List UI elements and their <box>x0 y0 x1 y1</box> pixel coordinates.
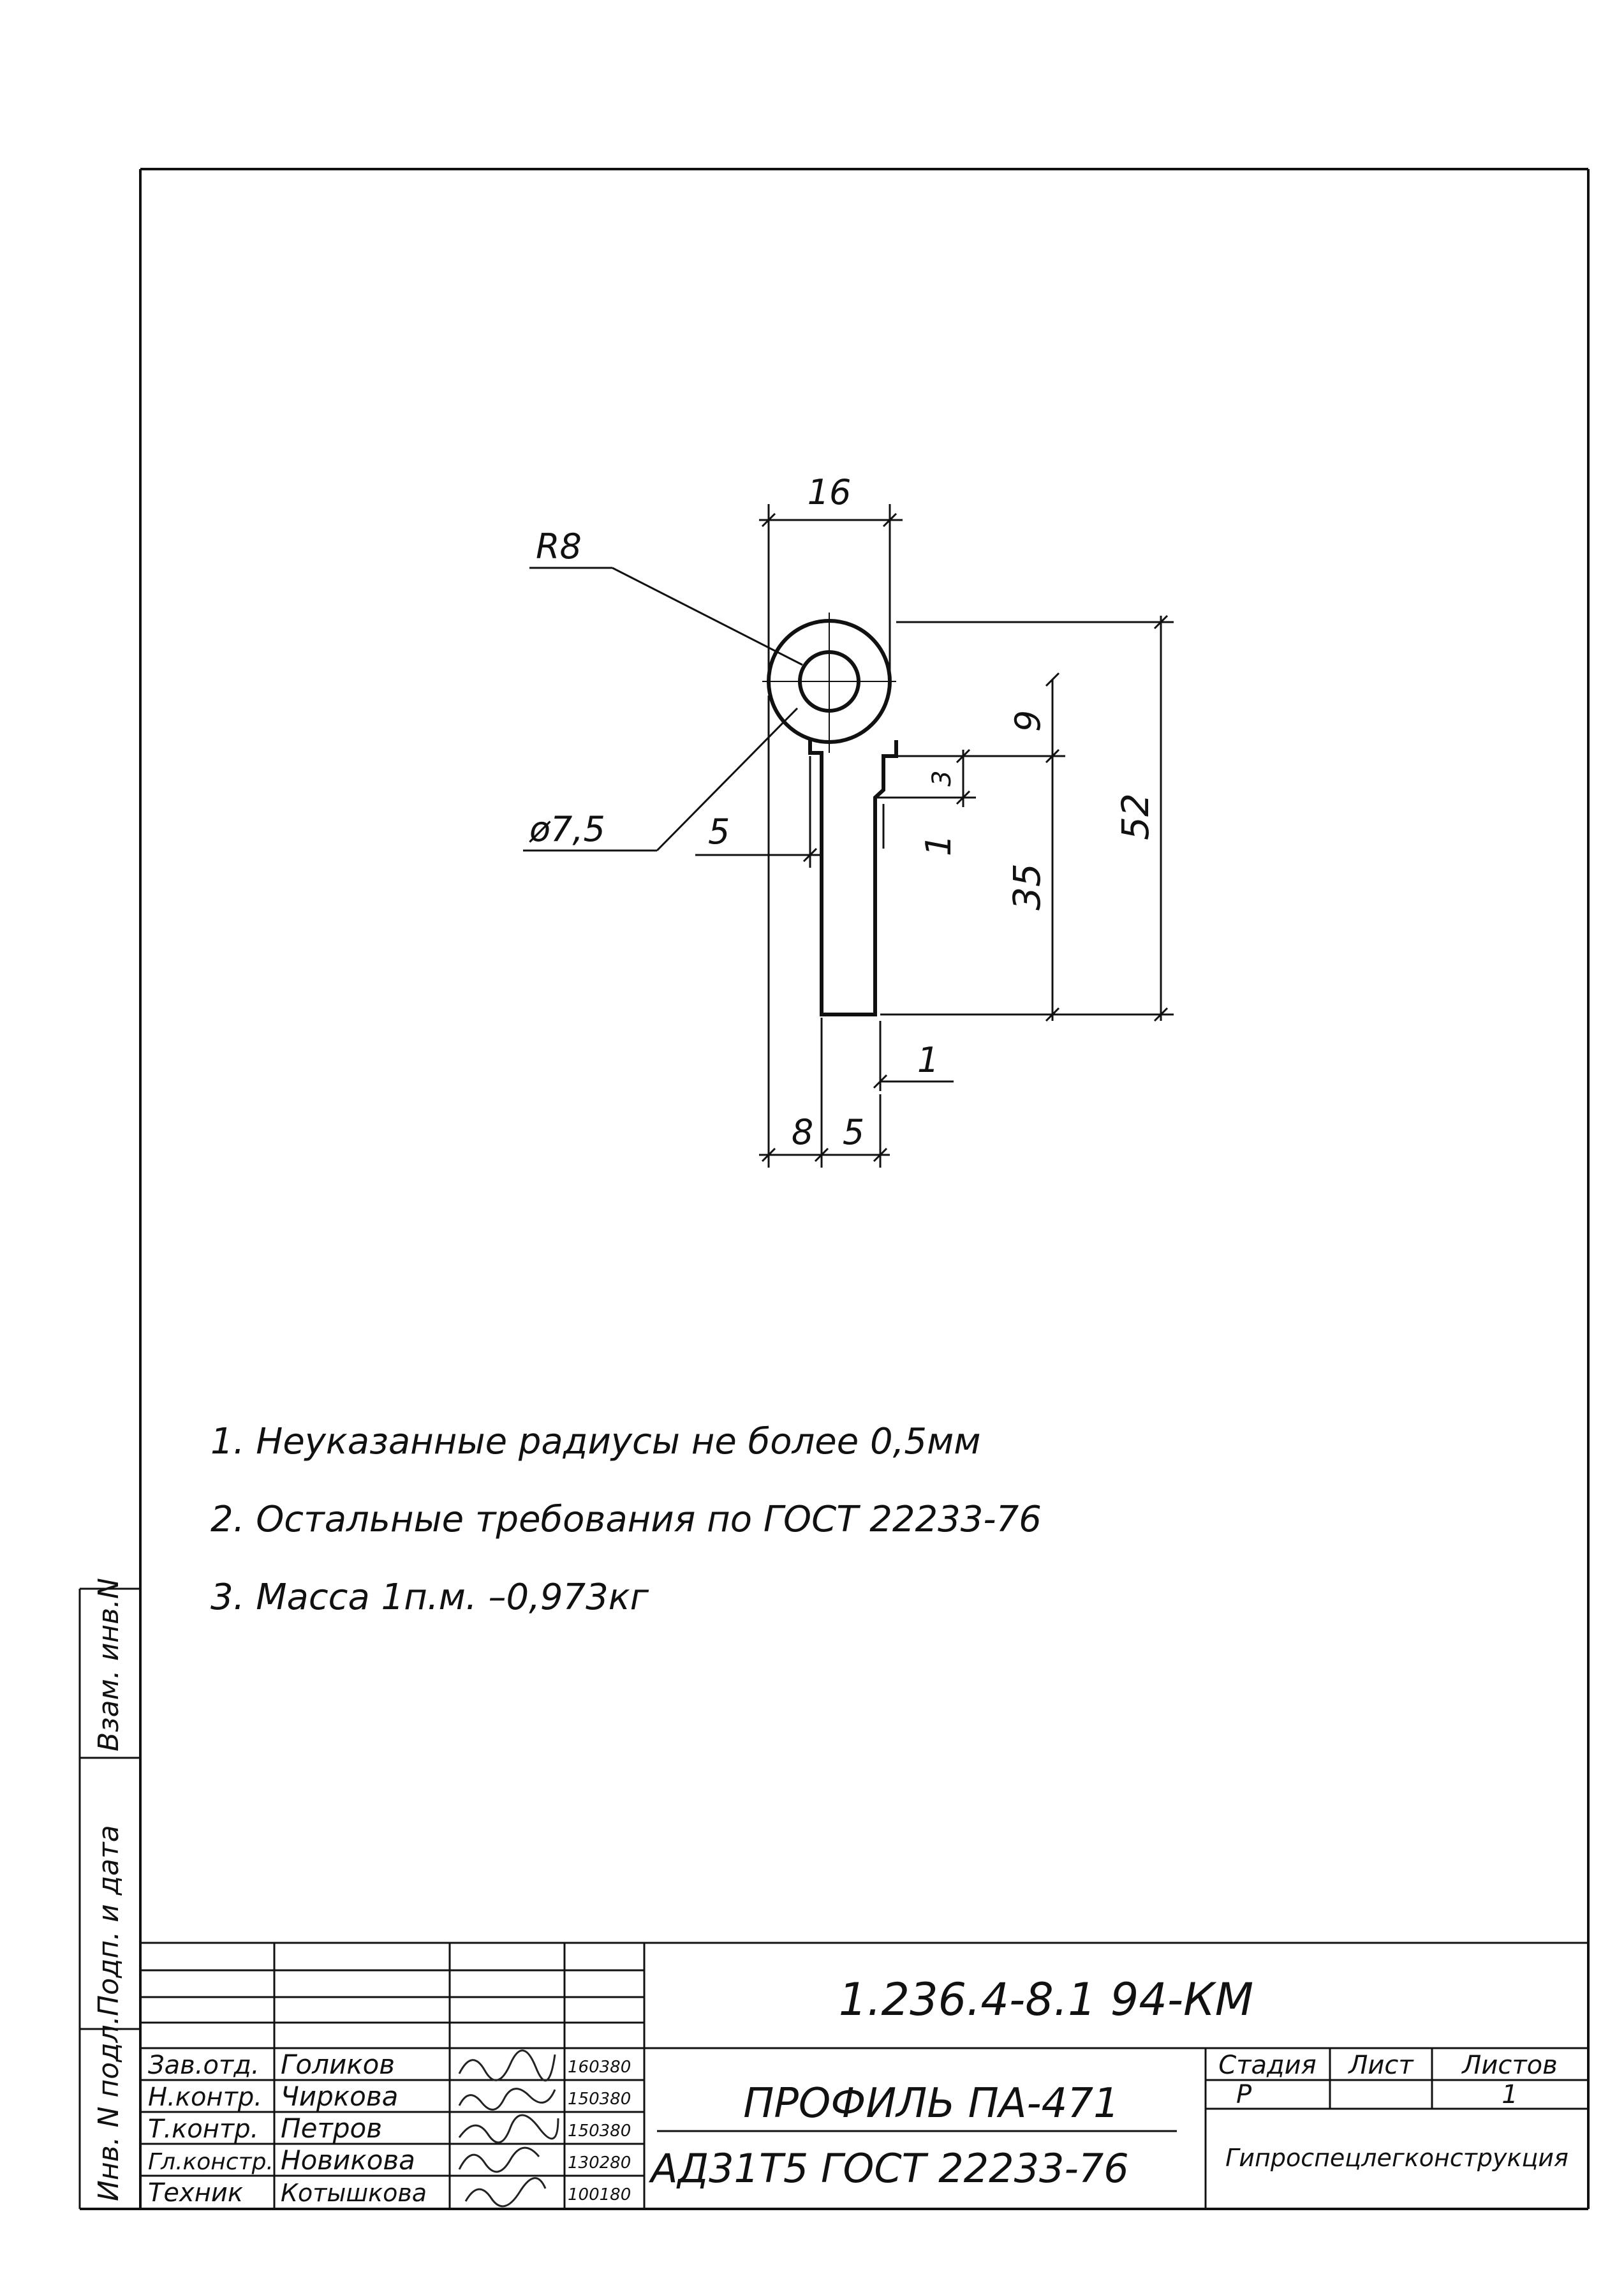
signer-name: Петров <box>281 2113 382 2144</box>
sheet-frame <box>80 168 1590 2210</box>
dim-35: 35 <box>1005 863 1049 910</box>
dim-width-16: 16 <box>808 472 852 512</box>
dim-8: 8 <box>792 1112 813 1152</box>
stamp-podp-data: Подп. и дата <box>92 1825 125 2016</box>
note-1: 1. Неуказанные радиусы не более 0,5мм <box>210 1421 981 1462</box>
signer-role: Н.контр. <box>148 2083 262 2112</box>
sheets-label: Листов <box>1461 2051 1557 2080</box>
note-3: 3. Масса 1п.м. –0,973кг <box>210 1577 649 1618</box>
organization: Гипроспецлегконструкция <box>1225 2144 1569 2172</box>
signature-scribbles <box>458 2049 559 2208</box>
notes: 1. Неуказанные радиусы не более 0,5мм 2.… <box>210 1421 1042 1618</box>
drawing-title: ПРОФИЛЬ ПА-471 <box>743 2080 1119 2127</box>
signer-rows: Зав.отд. Голиков 160380 Н.контр. Чиркова… <box>148 2049 631 2208</box>
profile-stem <box>808 740 898 1016</box>
dim-52: 52 <box>1114 793 1157 840</box>
dim-9: 9 <box>1008 710 1048 732</box>
dimension-labels: 16 R8 ø7,5 5 9 3 1 35 52 1 8 5 <box>529 472 1157 1152</box>
signer-name: Котышкова <box>281 2179 427 2207</box>
signer-role: Зав.отд. <box>148 2051 260 2080</box>
title-block: 1.236.4-8.1 94-КМ ПРОФИЛЬ ПА-471 АД31Т5 … <box>140 1942 1588 2209</box>
dim-left-5: 5 <box>708 812 730 852</box>
document-designation: 1.236.4-8.1 94-КМ <box>839 1973 1253 2026</box>
signer-date: 100180 <box>568 2185 631 2204</box>
dim-radius-r8: R8 <box>536 526 582 567</box>
signer-date: 150380 <box>568 2090 631 2109</box>
stage-value: Р <box>1236 2080 1252 2109</box>
side-stamp: Взам. инв.N Подп. и дата Инв. N подл. <box>78 1578 140 2209</box>
note-2: 2. Остальные требования по ГОСТ 22233-76 <box>210 1499 1042 1540</box>
signer-date: 150380 <box>568 2122 631 2141</box>
sheets-value: 1 <box>1502 2080 1517 2109</box>
signer-name: Новикова <box>281 2144 415 2176</box>
signer-role: Т.контр. <box>148 2114 258 2144</box>
sheet-label: Лист <box>1347 2051 1414 2080</box>
dimensions <box>523 504 1174 1168</box>
dim-hole-dia: ø7,5 <box>529 809 605 849</box>
stamp-vzam: Взам. инв.N <box>92 1578 125 1751</box>
signer-role: Техник <box>148 2178 243 2208</box>
stage-label: Стадия <box>1218 2051 1316 2080</box>
signer-name: Чиркова <box>281 2081 398 2112</box>
signer-name: Голиков <box>281 2049 395 2080</box>
signer-role: Гл.констр. <box>148 2149 274 2175</box>
signer-date: 130280 <box>568 2153 631 2173</box>
dim-3: 3 <box>927 770 957 786</box>
dim-1-bottom: 1 <box>917 1040 939 1080</box>
dim-5-bottom: 5 <box>843 1112 864 1152</box>
stamp-inv-podl: Инв. N подл. <box>92 2016 125 2201</box>
dim-1-step: 1 <box>919 835 959 856</box>
signer-date: 160380 <box>568 2058 631 2077</box>
drawing-material: АД31Т5 ГОСТ 22233-76 <box>648 2145 1128 2192</box>
